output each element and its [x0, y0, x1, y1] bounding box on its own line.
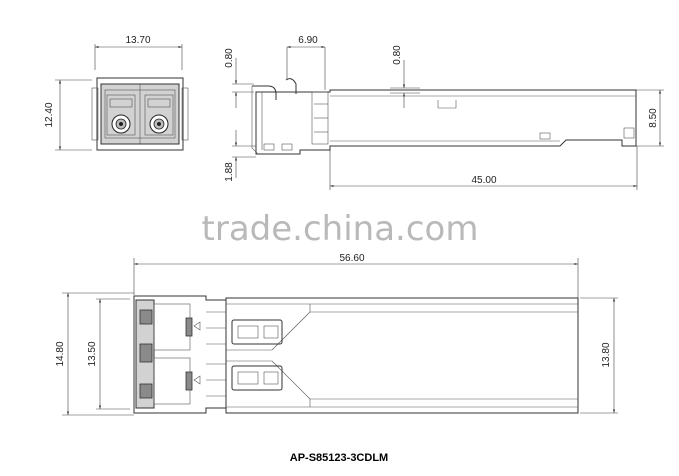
side-length-dim: 45.00	[471, 175, 496, 186]
side-bottom-dim: 1.88	[224, 162, 235, 182]
top-inner-width-dim: 13.50	[87, 341, 98, 366]
front-view: 13.70 12.40	[44, 35, 189, 151]
side-latch-dim: 6.90	[298, 35, 318, 46]
top-outer-width-dim: 14.80	[55, 341, 66, 366]
front-width-dim: 13.70	[125, 35, 150, 46]
side-height-dim: 8.50	[648, 108, 659, 128]
part-number-label: AP-S85123-3CDLM	[290, 452, 388, 464]
top-body-width-dim: 13.80	[601, 342, 612, 367]
side-top-gap-right-dim: 0.80	[392, 45, 403, 65]
watermark-text: trade.china.com	[202, 209, 479, 249]
side-view: 0.80 6.90 0.80 8.50 1.88 45.00	[224, 35, 664, 190]
side-top-gap-left-dim: 0.80	[224, 48, 235, 68]
top-length-dim: 56.60	[339, 253, 364, 264]
top-view: 56.60 14.80 13.50 13.80	[55, 253, 618, 416]
front-height-dim: 12.40	[44, 102, 55, 127]
